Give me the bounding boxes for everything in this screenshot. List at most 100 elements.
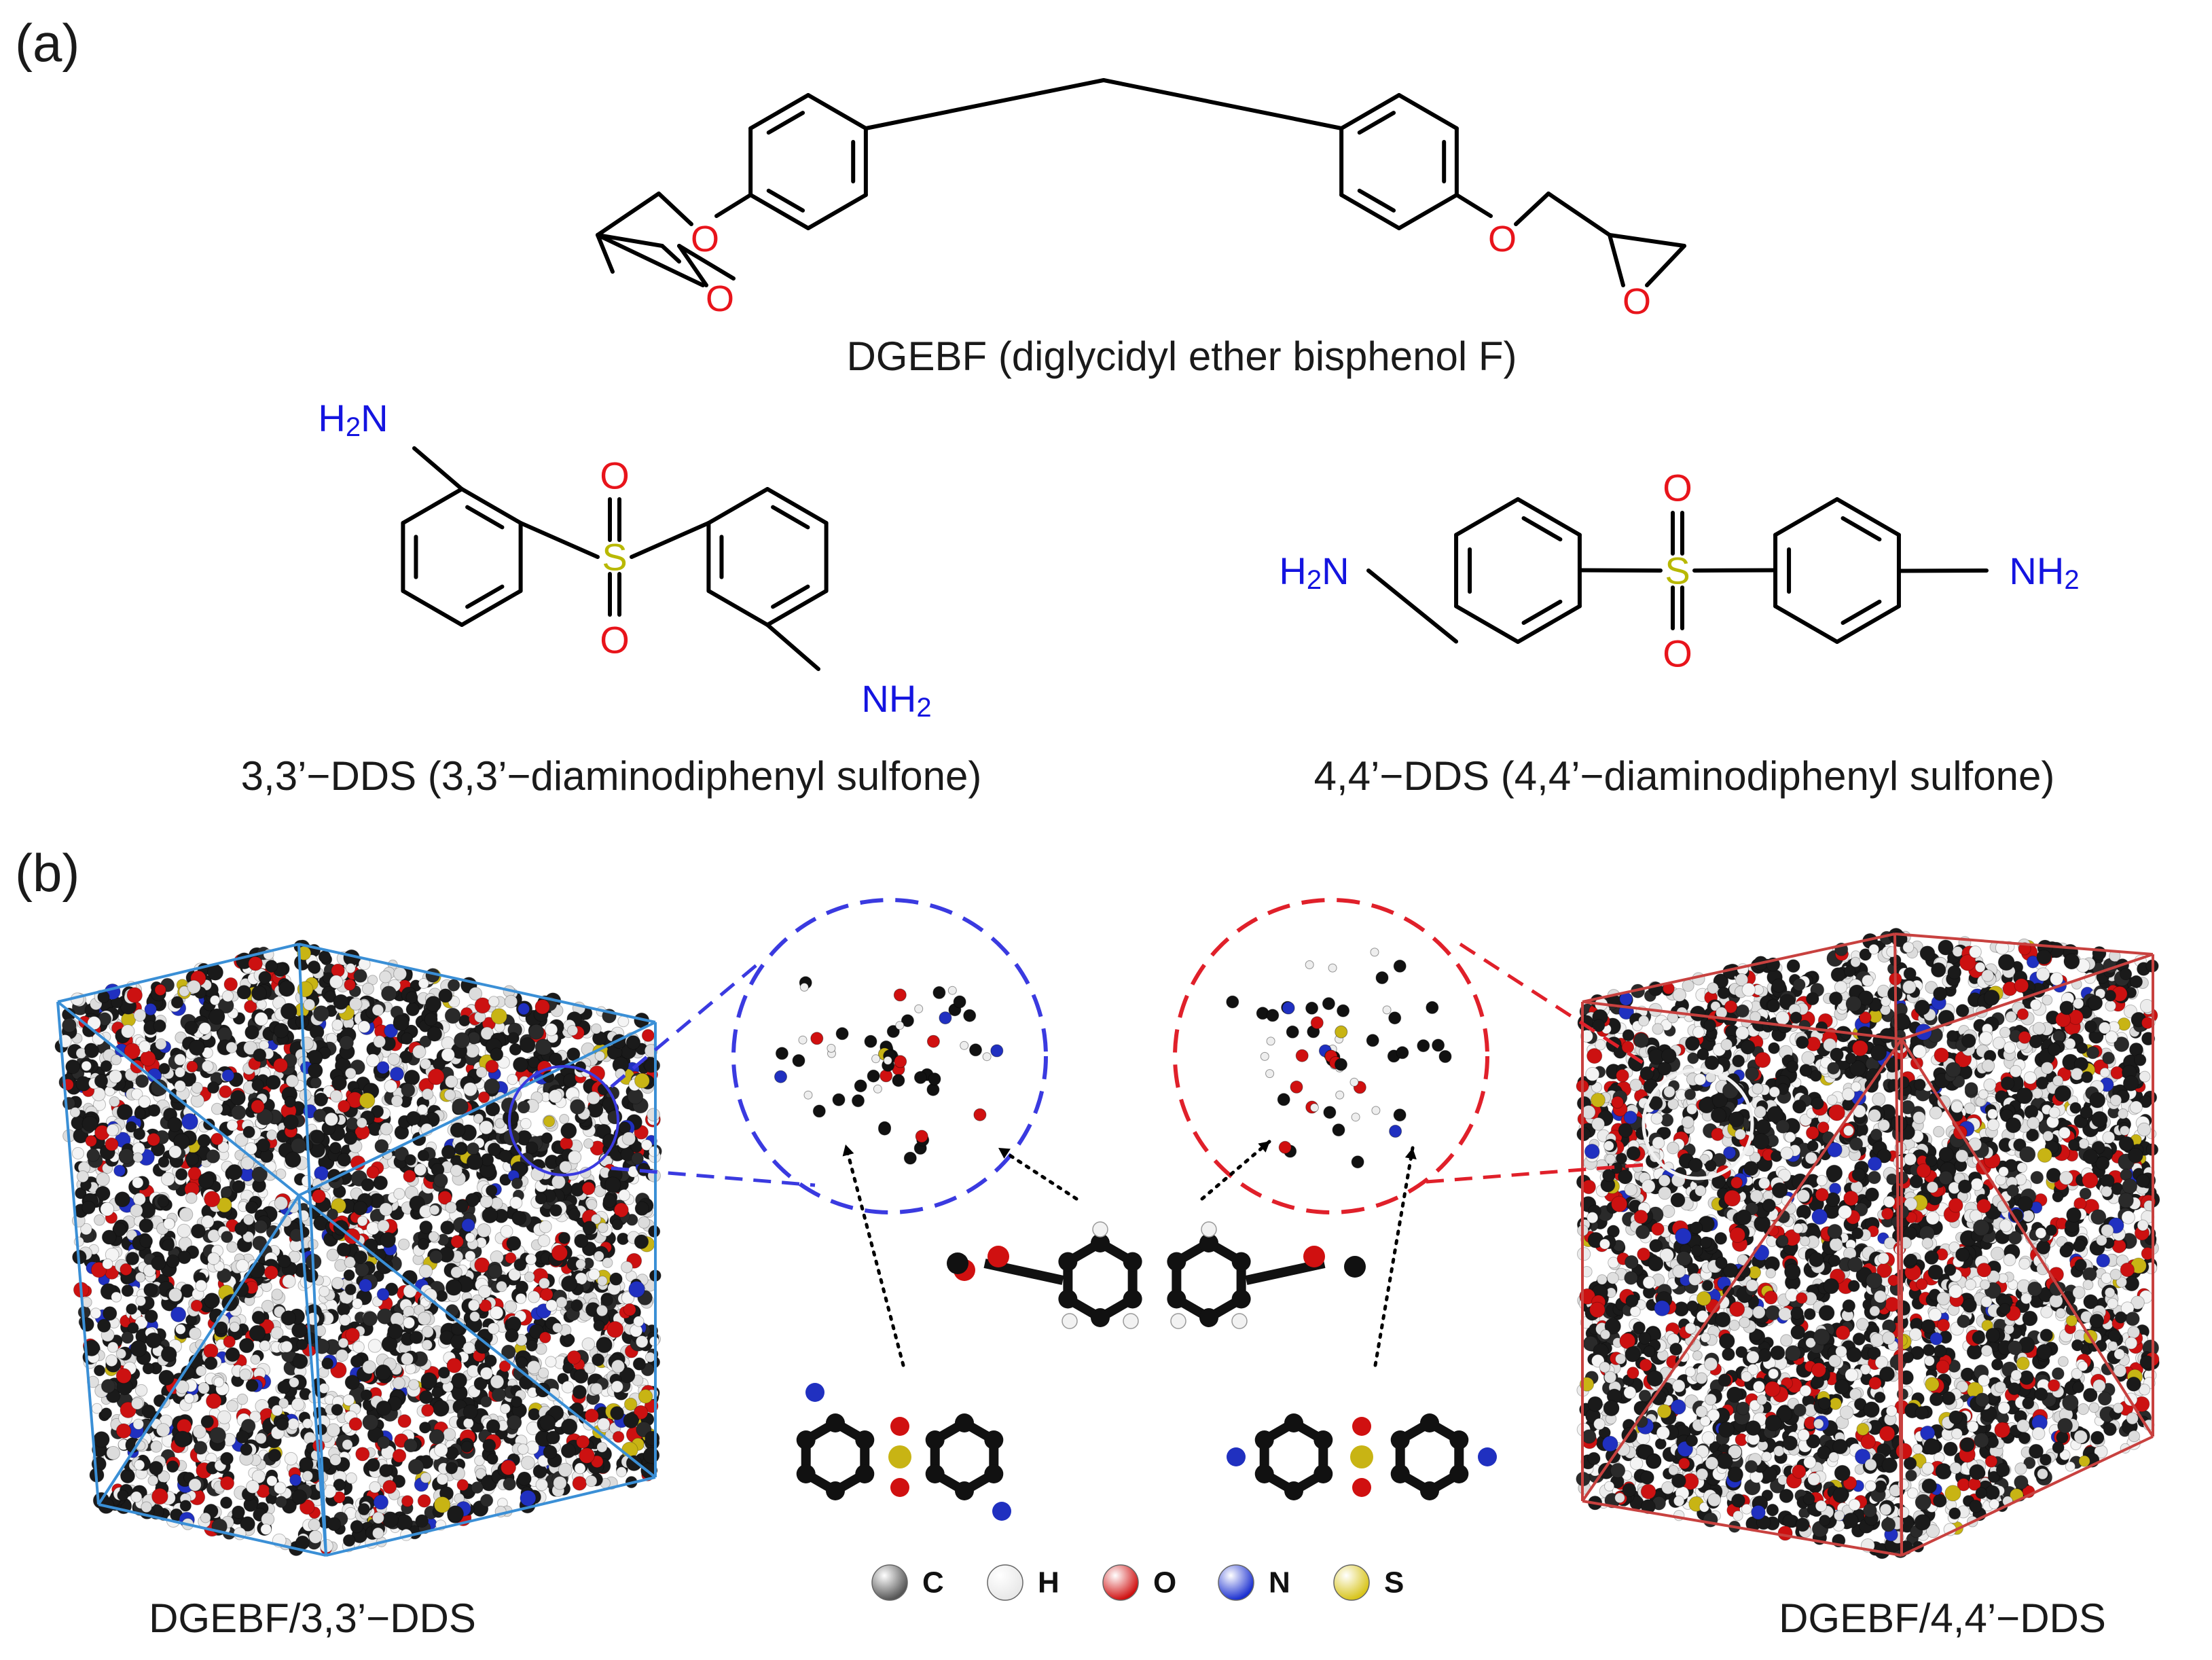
atom	[185, 1152, 199, 1166]
atom	[417, 1238, 430, 1250]
atom	[393, 967, 407, 981]
atom	[432, 1400, 450, 1417]
atom	[209, 1426, 227, 1444]
atom	[596, 1441, 608, 1453]
atom	[553, 1476, 567, 1490]
atom	[623, 1397, 638, 1411]
atom	[456, 1479, 469, 1492]
atom	[445, 1202, 457, 1214]
atom	[221, 990, 234, 1003]
atom	[463, 1404, 478, 1420]
atom	[232, 1180, 245, 1193]
bond	[677, 244, 736, 281]
atom	[454, 1142, 467, 1155]
atom	[94, 1074, 109, 1088]
atom	[284, 1096, 296, 1108]
atom	[506, 1235, 522, 1251]
atom	[147, 1132, 160, 1147]
atom	[441, 1144, 456, 1159]
atom	[132, 1176, 144, 1189]
atom	[420, 1058, 431, 1070]
atom	[606, 1320, 624, 1338]
atom	[510, 1396, 523, 1408]
atom	[198, 1022, 211, 1035]
atom	[375, 1364, 392, 1381]
atom	[179, 1500, 192, 1512]
bond	[1835, 604, 1901, 644]
atom	[611, 1380, 623, 1393]
atom	[251, 1079, 264, 1091]
atom	[226, 1241, 238, 1253]
amine-label: H2N	[318, 397, 388, 443]
atom	[94, 1214, 105, 1226]
atom	[139, 1234, 153, 1248]
atom	[558, 1462, 573, 1477]
atom	[559, 1114, 570, 1124]
atom	[226, 1400, 238, 1412]
atom	[1935, 1463, 1952, 1480]
bond	[401, 589, 464, 627]
atom	[401, 1495, 414, 1508]
atom	[391, 1095, 403, 1107]
atom	[417, 1149, 429, 1162]
atom	[623, 1412, 639, 1429]
atom	[433, 1496, 451, 1513]
bond	[1366, 569, 1459, 644]
bond	[1454, 193, 1493, 218]
atom	[105, 1137, 119, 1151]
atom	[546, 1430, 560, 1445]
atom	[158, 1369, 175, 1386]
atom	[387, 1053, 401, 1066]
atom	[454, 1199, 469, 1213]
atom	[147, 1475, 159, 1486]
atom	[424, 1012, 438, 1026]
atom	[519, 1036, 536, 1053]
atom	[248, 956, 263, 971]
atom	[331, 1277, 344, 1290]
atom	[197, 1134, 211, 1148]
atom	[158, 1156, 170, 1168]
bond	[1454, 604, 1520, 644]
atom	[183, 1393, 195, 1404]
atom	[111, 1054, 122, 1066]
atom	[259, 1340, 271, 1352]
atom	[361, 1178, 375, 1192]
atom	[418, 978, 429, 989]
atom	[504, 994, 518, 1009]
atom	[417, 1312, 431, 1326]
atom	[454, 1032, 471, 1049]
atom	[558, 1231, 570, 1244]
atom	[566, 1350, 581, 1365]
atom	[609, 1272, 623, 1286]
atom	[246, 1480, 260, 1494]
atom	[342, 1534, 356, 1547]
atom	[280, 1310, 297, 1326]
bond	[1454, 497, 1520, 537]
atom	[444, 1007, 461, 1024]
atom	[2117, 1108, 2128, 1119]
atom	[469, 1311, 480, 1322]
atom	[285, 1074, 299, 1088]
bond	[465, 505, 505, 530]
atom	[90, 1307, 102, 1319]
atom	[582, 1221, 597, 1235]
atom	[398, 1238, 410, 1250]
atom	[175, 1324, 186, 1335]
atom	[534, 1192, 547, 1205]
atom	[234, 1222, 249, 1235]
atom	[539, 1331, 551, 1343]
atom	[520, 1118, 532, 1130]
atom	[264, 1265, 278, 1280]
bond	[748, 93, 810, 130]
atom	[420, 1372, 438, 1390]
atom	[421, 1088, 434, 1100]
atom	[618, 1189, 630, 1202]
atom	[96, 1172, 110, 1187]
atom	[482, 1207, 498, 1224]
bond	[1397, 93, 1459, 130]
atom	[285, 1151, 302, 1168]
atom	[498, 1149, 512, 1163]
atom	[356, 1117, 367, 1129]
bond	[1546, 192, 1612, 237]
atom	[585, 1475, 598, 1487]
